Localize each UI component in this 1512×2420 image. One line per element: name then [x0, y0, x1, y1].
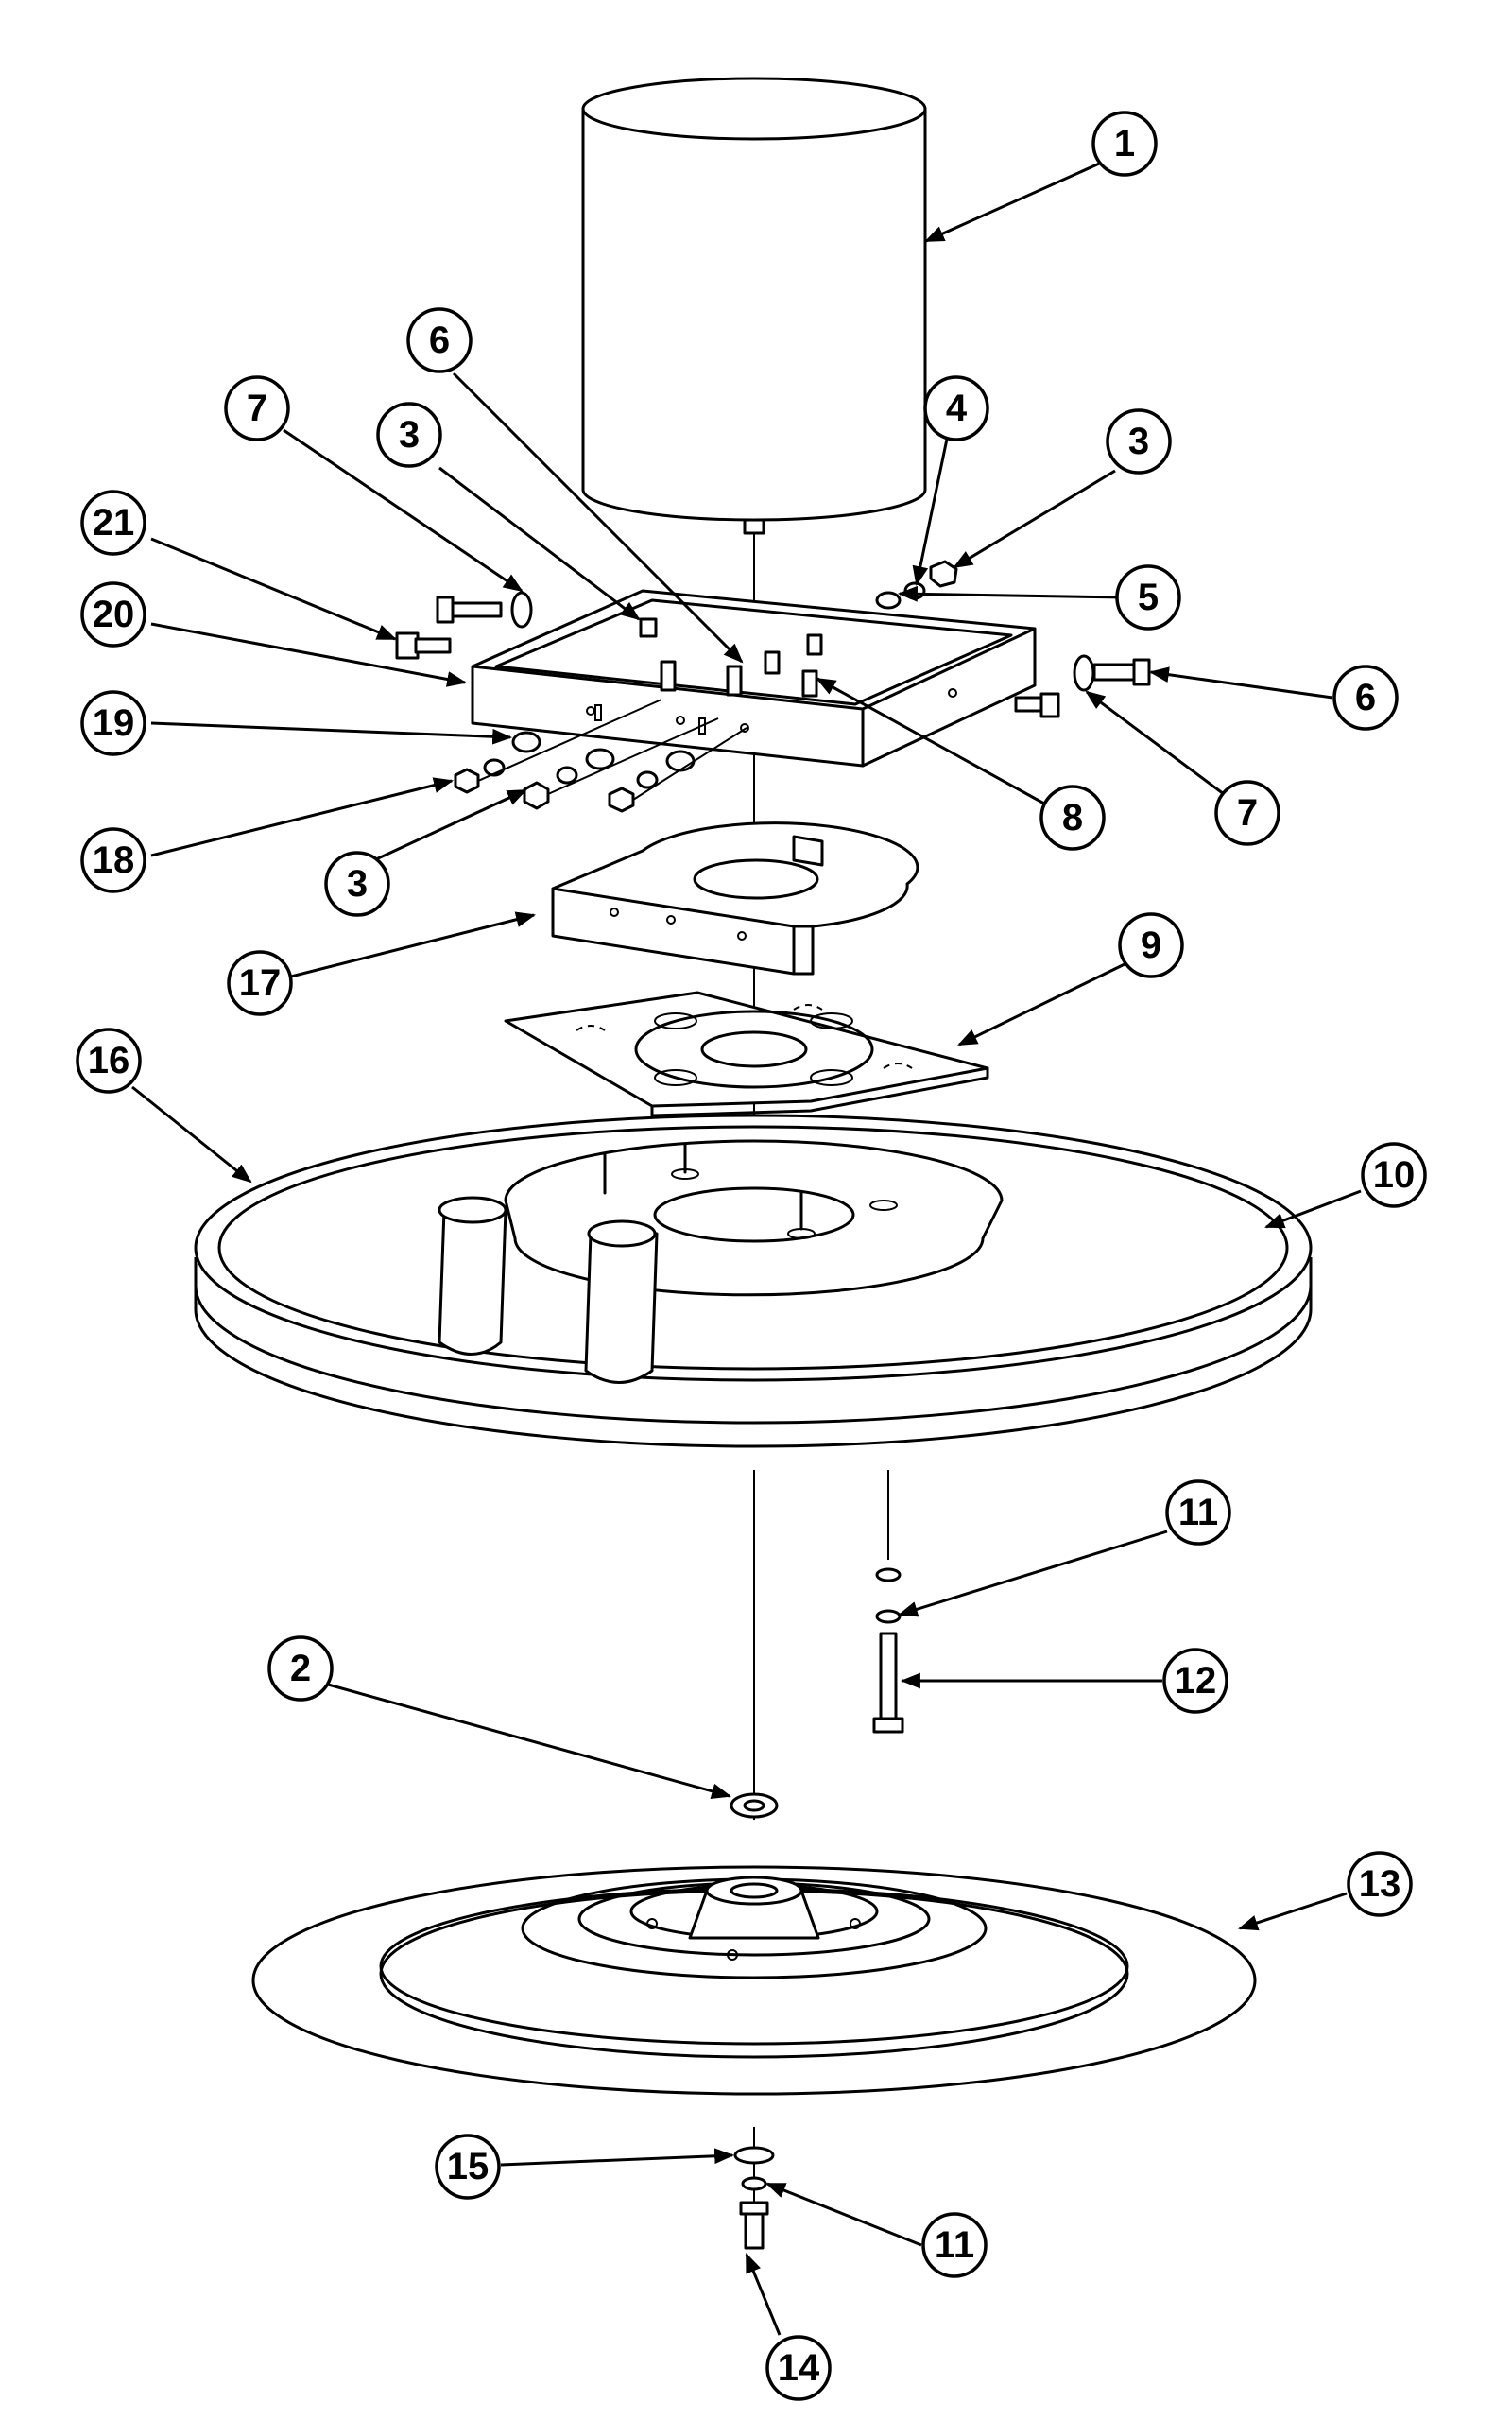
- svg-text:16: 16: [88, 1040, 130, 1081]
- bolt-washer-stack: [872, 1567, 904, 1734]
- svg-text:5: 5: [1138, 577, 1159, 618]
- part-mounting-bracket: [551, 821, 919, 976]
- svg-text:20: 20: [93, 594, 135, 635]
- callout-11-upper: 11: [1165, 1479, 1231, 1546]
- svg-text:18: 18: [93, 839, 135, 881]
- svg-text:11: 11: [935, 2224, 974, 2266]
- svg-text:2: 2: [290, 1648, 311, 1689]
- svg-text:12: 12: [1175, 1660, 1217, 1702]
- svg-text:7: 7: [247, 388, 267, 429]
- svg-text:3: 3: [347, 863, 368, 905]
- callout-5: 5: [1115, 564, 1181, 631]
- callout-2: 2: [267, 1635, 334, 1702]
- callout-10: 10: [1361, 1142, 1427, 1208]
- housing-fasteners: [395, 560, 1151, 813]
- svg-text:6: 6: [1355, 677, 1376, 718]
- callout-7-upper: 7: [224, 375, 290, 441]
- svg-text:11: 11: [1178, 1492, 1218, 1533]
- callout-17: 17: [227, 950, 293, 1016]
- svg-text:9: 9: [1141, 925, 1161, 966]
- svg-text:1: 1: [1114, 123, 1135, 164]
- callout-6-right: 6: [1332, 665, 1399, 731]
- part-washer-center: [730, 1792, 779, 1819]
- part-gasket-plate: [504, 991, 989, 1117]
- svg-text:6: 6: [429, 320, 450, 361]
- callout-20: 20: [80, 581, 146, 648]
- callout-4: 4: [923, 375, 989, 441]
- callout-13: 13: [1347, 1851, 1413, 1917]
- callout-16: 16: [76, 1028, 142, 1094]
- callout-7-right: 7: [1214, 780, 1280, 846]
- callout-8: 8: [1040, 785, 1106, 851]
- callout-3-upper: 3: [376, 402, 442, 468]
- svg-text:14: 14: [778, 2347, 820, 2389]
- svg-text:13: 13: [1359, 1863, 1401, 1905]
- callout-1: 1: [1091, 111, 1158, 177]
- bottom-fastener-stack: [733, 2146, 775, 2250]
- svg-text:10: 10: [1373, 1154, 1416, 1196]
- callout-14: 14: [765, 2335, 832, 2401]
- callout-3-lower: 3: [324, 851, 390, 917]
- svg-text:7: 7: [1237, 792, 1258, 834]
- callout-15: 15: [435, 2134, 501, 2200]
- svg-text:21: 21: [93, 502, 135, 544]
- svg-text:3: 3: [399, 414, 420, 456]
- svg-text:4: 4: [946, 388, 968, 429]
- part-pad-disc: [251, 1865, 1257, 2096]
- callout-19: 19: [80, 690, 146, 756]
- callout-18: 18: [80, 827, 146, 893]
- part-cylinder: [581, 77, 927, 535]
- svg-text:17: 17: [239, 962, 282, 1004]
- part-housing-frame: [471, 589, 1037, 768]
- svg-text:8: 8: [1062, 797, 1083, 838]
- svg-text:15: 15: [447, 2146, 490, 2187]
- callout-12: 12: [1162, 1648, 1228, 1714]
- callout-6-upper: 6: [406, 307, 472, 373]
- callout-11-lower: 11: [921, 2212, 988, 2278]
- svg-text:3: 3: [1128, 421, 1149, 462]
- leader-lines: [131, 159, 1362, 2336]
- callout-21: 21: [80, 490, 146, 556]
- part-base-ring: [194, 1114, 1313, 1448]
- callout-3-right: 3: [1106, 408, 1172, 475]
- svg-text:19: 19: [93, 702, 135, 744]
- callout-9: 9: [1118, 912, 1184, 978]
